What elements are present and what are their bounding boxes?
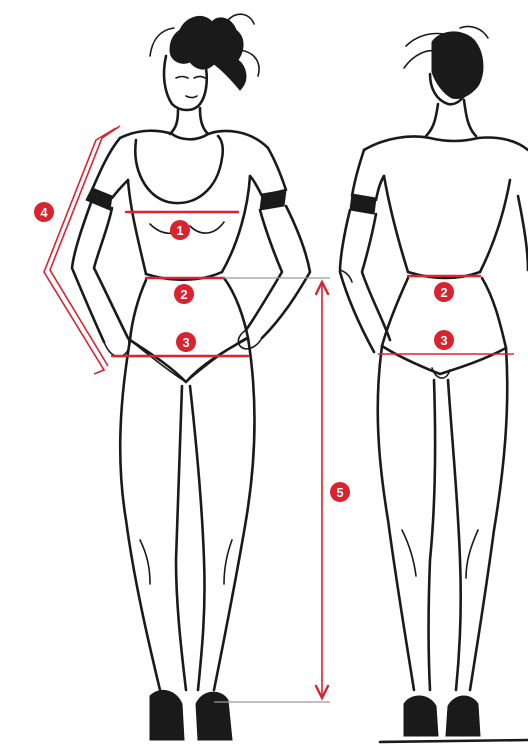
- marker-back-hip-label: 3: [440, 333, 447, 348]
- marker-leg-length-label: 5: [336, 485, 343, 500]
- marker-back-waist: 2: [434, 282, 454, 302]
- front-eyes: [176, 77, 205, 79]
- marker-front-hip: 3: [176, 332, 196, 352]
- marker-back-hip: 3: [434, 330, 454, 350]
- marker-front-hip-label: 3: [182, 335, 189, 350]
- marker-front-bust: 1: [170, 220, 190, 240]
- marker-front-bust-label: 1: [176, 223, 183, 238]
- marker-back-waist-label: 2: [440, 285, 447, 300]
- marker-front-waist: 2: [174, 284, 194, 304]
- marker-leg-length: 5: [330, 482, 350, 502]
- front-mouth: [186, 96, 197, 98]
- marker-arm-length-label: 4: [40, 205, 48, 220]
- marker-arm-length: 4: [34, 202, 54, 222]
- front-neck: [170, 108, 208, 134]
- front-legs: [120, 338, 254, 740]
- arm-length-line: [44, 128, 116, 374]
- back-figure: [340, 26, 528, 742]
- arm-length-line-inner: [50, 126, 120, 366]
- back-hair: [404, 26, 488, 98]
- marker-front-waist-label: 2: [180, 287, 187, 302]
- front-figure: [44, 14, 330, 740]
- back-legs: [378, 346, 528, 742]
